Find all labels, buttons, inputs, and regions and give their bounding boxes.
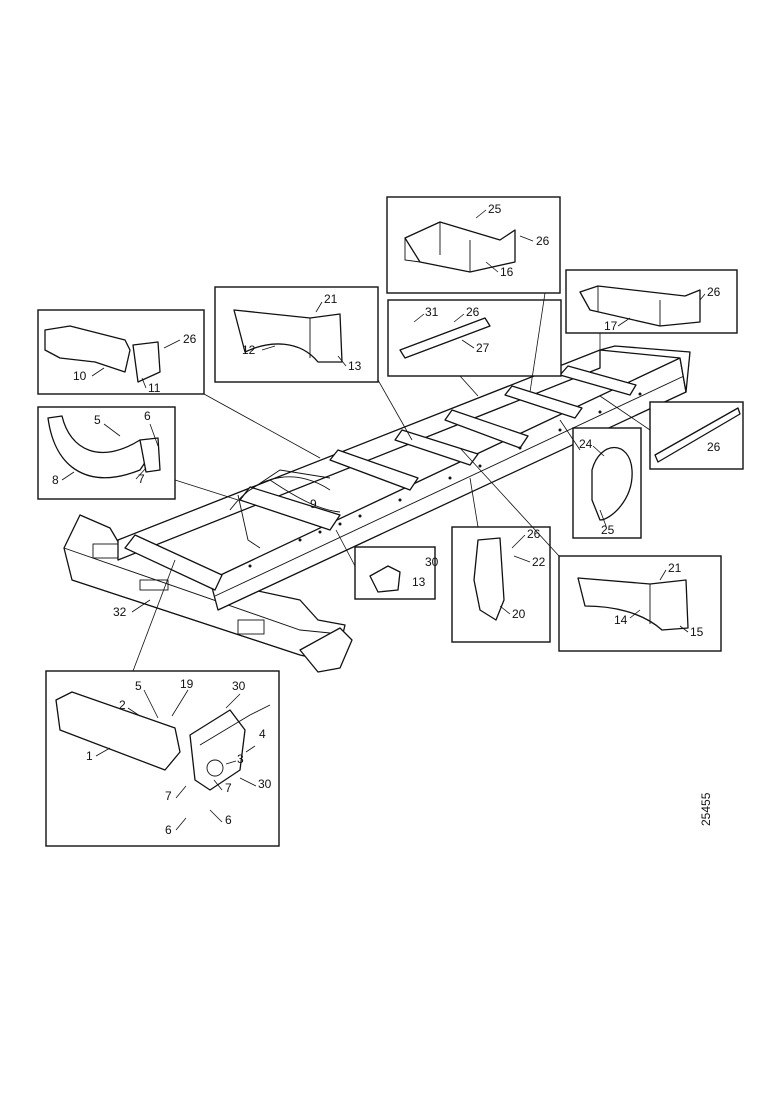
callout-6: 6 (144, 409, 151, 423)
detail-box-17: 26 17 (565, 269, 738, 334)
callout-1: 1 (86, 749, 93, 763)
callout-15: 15 (690, 625, 704, 639)
callout-17: 17 (604, 319, 618, 333)
callout-19: 19 (180, 677, 194, 691)
chassis-frame (63, 345, 691, 673)
callout-26: 26 (527, 527, 541, 541)
callout-27: 27 (476, 341, 490, 355)
callout-26: 26 (536, 234, 550, 248)
callout-25: 25 (601, 523, 615, 537)
callout-12: 12 (242, 343, 256, 357)
callout-7: 7 (165, 789, 172, 803)
callout-22: 22 (532, 555, 546, 569)
front-cross-member (124, 534, 223, 591)
detail-box-lower: 5 19 30 2 4 3 1 30 7 7 6 6 (45, 670, 280, 847)
callout-26: 26 (183, 332, 197, 346)
detail-box-12-13: 21 12 13 (214, 286, 379, 383)
callout-7: 7 (138, 472, 145, 486)
callout-14: 14 (614, 613, 628, 627)
callout-4: 4 (259, 727, 266, 741)
callout-21: 21 (324, 292, 338, 306)
callout-24: 24 (579, 437, 593, 451)
callout-16: 16 (500, 265, 514, 279)
figure-reference-number: 25455 (699, 792, 713, 826)
callout-31: 31 (425, 305, 439, 319)
callout-20: 20 (512, 607, 526, 621)
callout-25: 25 (488, 202, 502, 216)
callout-2: 2 (119, 698, 126, 712)
detail-box-26-bar: 26 (649, 401, 744, 470)
callout-11: 11 (148, 381, 161, 395)
leader-lines (132, 292, 651, 672)
callout-3: 3 (237, 752, 244, 766)
callout-26: 26 (707, 285, 721, 299)
detail-box-13-30: 30 13 (354, 546, 439, 600)
callout-13: 13 (348, 359, 362, 373)
left-frame-rail (117, 349, 601, 561)
detail-box-16: 25 26 16 (386, 196, 561, 294)
rivets (248, 392, 642, 568)
detail-box-5-8: 5 6 8 7 (37, 406, 176, 500)
callout-13: 13 (412, 575, 426, 589)
detail-box-20-22: 26 22 20 (451, 526, 551, 643)
detail-box-14-15: 21 14 15 (558, 555, 722, 652)
callout-9: 9 (310, 497, 317, 511)
detail-box-27: 31 26 27 (387, 299, 562, 377)
callout-21: 21 (668, 561, 682, 575)
callout-6: 6 (165, 823, 172, 837)
callout-30: 30 (258, 777, 272, 791)
callout-6: 6 (225, 813, 232, 827)
callout-26: 26 (707, 440, 721, 454)
callout-5: 5 (94, 413, 101, 427)
detail-box-10-11: 26 10 11 (37, 309, 205, 395)
callout-29: 26 (466, 305, 480, 319)
callout-32: 32 (113, 605, 127, 619)
callout-8: 8 (52, 473, 59, 487)
callout-30: 30 (232, 679, 246, 693)
callout-30: 30 (425, 555, 439, 569)
callout-7: 7 (225, 781, 232, 795)
callout-10: 10 (73, 369, 87, 383)
detail-box-24-25: 24 25 (572, 427, 642, 539)
callout-5: 5 (135, 679, 142, 693)
